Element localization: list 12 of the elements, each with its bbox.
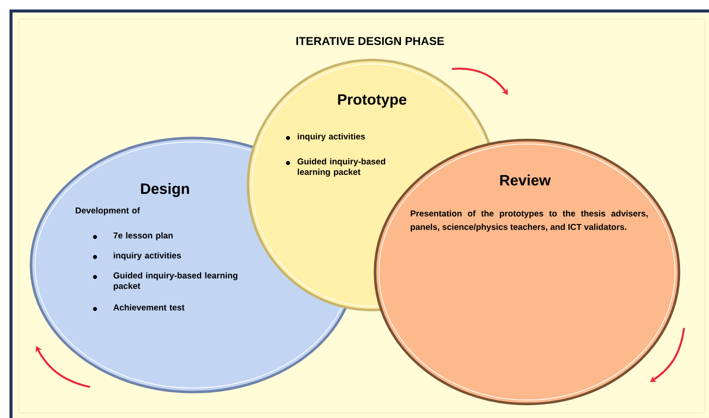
heading: Prototype xyxy=(338,94,406,108)
list-item: Guided inquiry-based learning packet xyxy=(114,272,238,291)
heading: Design xyxy=(141,183,189,197)
title: ITERATIVE DESIGN PHASE xyxy=(296,36,444,46)
list-item: inquiry activities xyxy=(114,252,181,260)
heading: Review xyxy=(500,174,551,186)
list-item: 7e lesson plan xyxy=(114,232,173,240)
list-item: inquiry activities xyxy=(298,133,365,142)
description: Presentation of the prototypes to the thesis advisers, panels, science/physics teachers, and ICT validators. xyxy=(410,210,648,232)
list-item: Guided inquiry-based learning packet xyxy=(298,158,386,177)
list-item: Achievement test xyxy=(113,304,185,310)
text-line: Development of xyxy=(76,207,140,216)
